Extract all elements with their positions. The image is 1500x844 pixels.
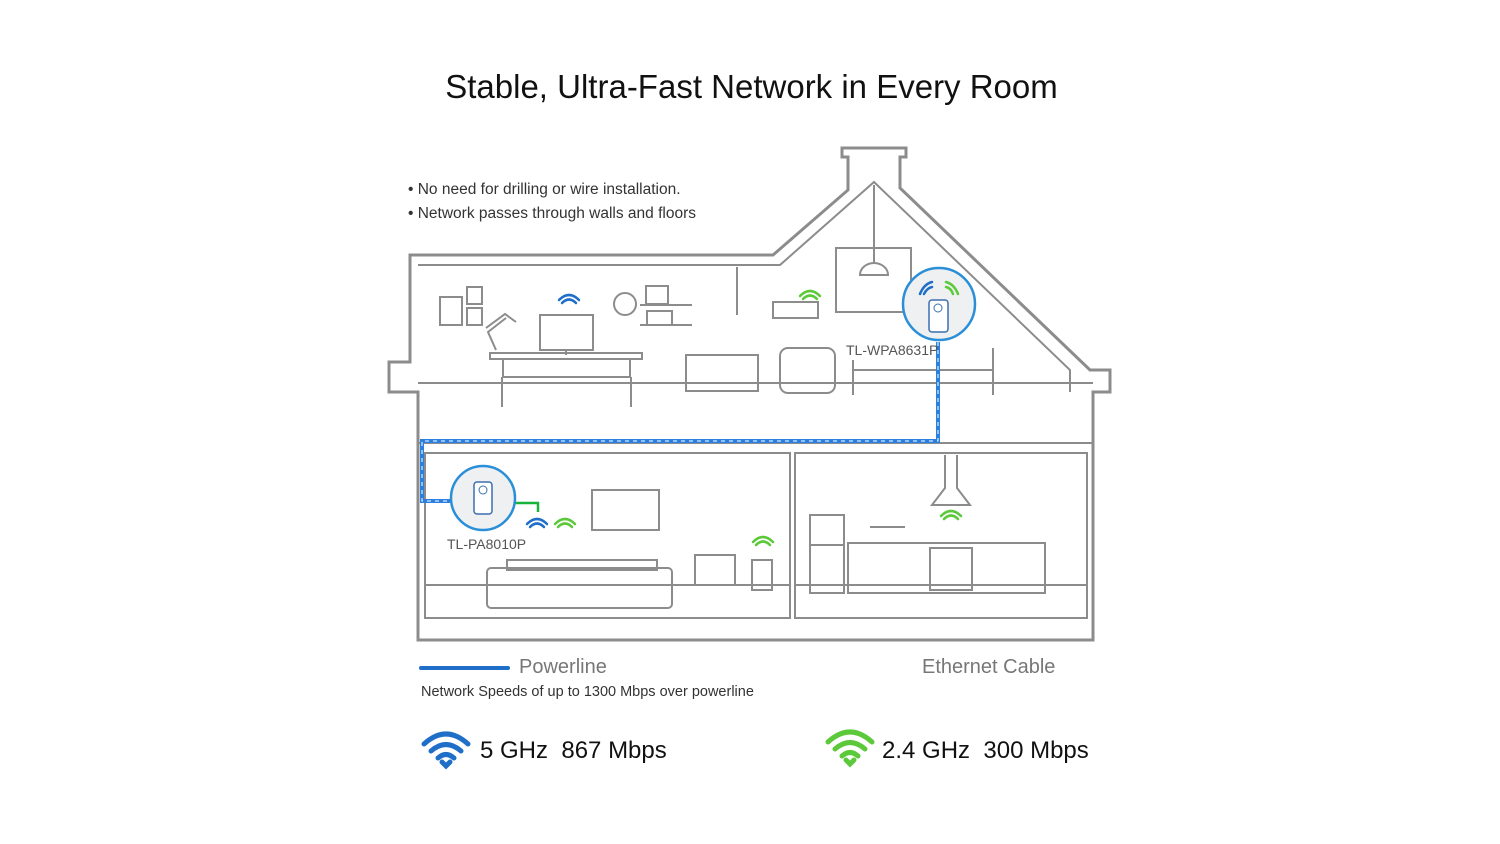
wifi-5ghz-icon [421,731,471,770]
powerline-legend-label: Powerline [519,656,607,678]
house-outline [387,146,1112,642]
bullet-walls-floors: • Network passes through walls and floor… [408,205,697,222]
tl-wpa8631p-label: TL-WPA8631P [846,342,939,358]
furniture [439,185,1046,609]
wifi-icons [525,280,963,547]
speed-24ghz: 2.4 GHz 300 Mbps [882,737,1089,764]
tl-pa8010p-device[interactable] [449,464,517,532]
wifi-24ghz-icon [825,729,875,768]
bullet-no-drilling: • No need for drilling or wire installat… [408,181,681,198]
ethernet-cable [515,501,540,512]
tl-wpa8631p-device[interactable] [901,266,977,342]
tl-pa8010p-label: TL-PA8010P [447,536,527,552]
speed-5ghz: 5 GHz 867 Mbps [480,737,667,764]
powerline-note: Network Speeds of up to 1300 Mbps over p… [421,684,754,700]
page-title: Stable, Ultra-Fast Network in Every Room [445,68,1058,105]
ethernet-legend-label: Ethernet Cable [922,656,1056,678]
